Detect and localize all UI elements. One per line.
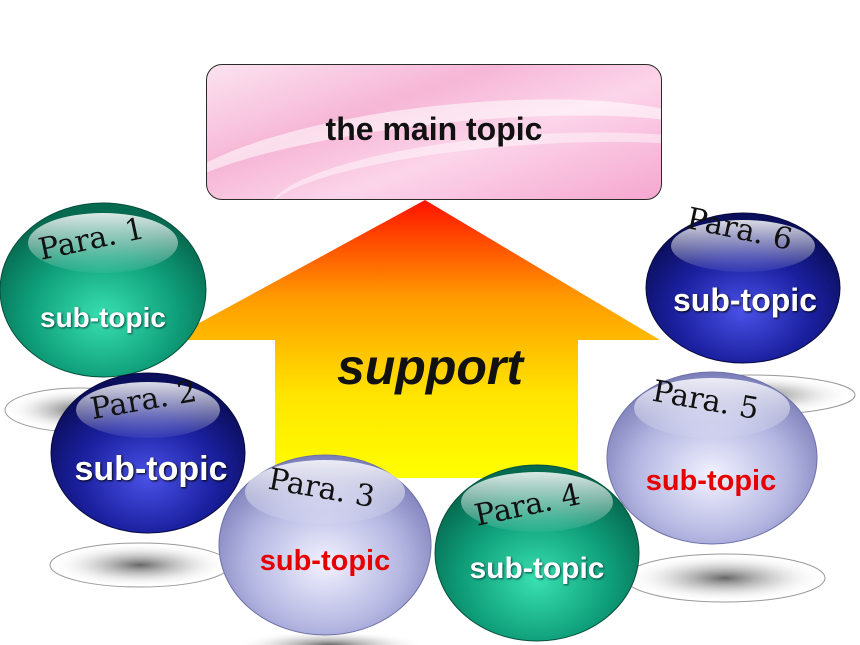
main-topic-text: the main topic	[325, 111, 543, 147]
shadow-2	[50, 543, 230, 587]
sphere-para-6	[645, 212, 841, 364]
sphere-para-5	[606, 371, 818, 545]
sphere-para-4	[434, 464, 640, 642]
sphere-para-3	[218, 454, 432, 636]
sub-topic-5: sub-topic	[645, 465, 777, 497]
arrow-shape	[168, 200, 660, 478]
shadow-5	[625, 554, 825, 602]
sub-topic-1: sub-topic	[40, 302, 166, 333]
arrow-label: support	[336, 339, 524, 395]
sub-topic-3: sub-topic	[259, 545, 391, 577]
sub-topic-6: sub-topic	[673, 282, 817, 318]
support-arrow	[168, 200, 660, 478]
sub-topic-4: sub-topic	[469, 552, 605, 585]
main-topic-box: the main topic	[206, 64, 662, 200]
sphere-para-1	[0, 202, 207, 378]
sub-topic-2: sub-topic	[74, 450, 228, 488]
sphere-para-2	[50, 372, 246, 534]
shadow-3	[235, 631, 425, 645]
